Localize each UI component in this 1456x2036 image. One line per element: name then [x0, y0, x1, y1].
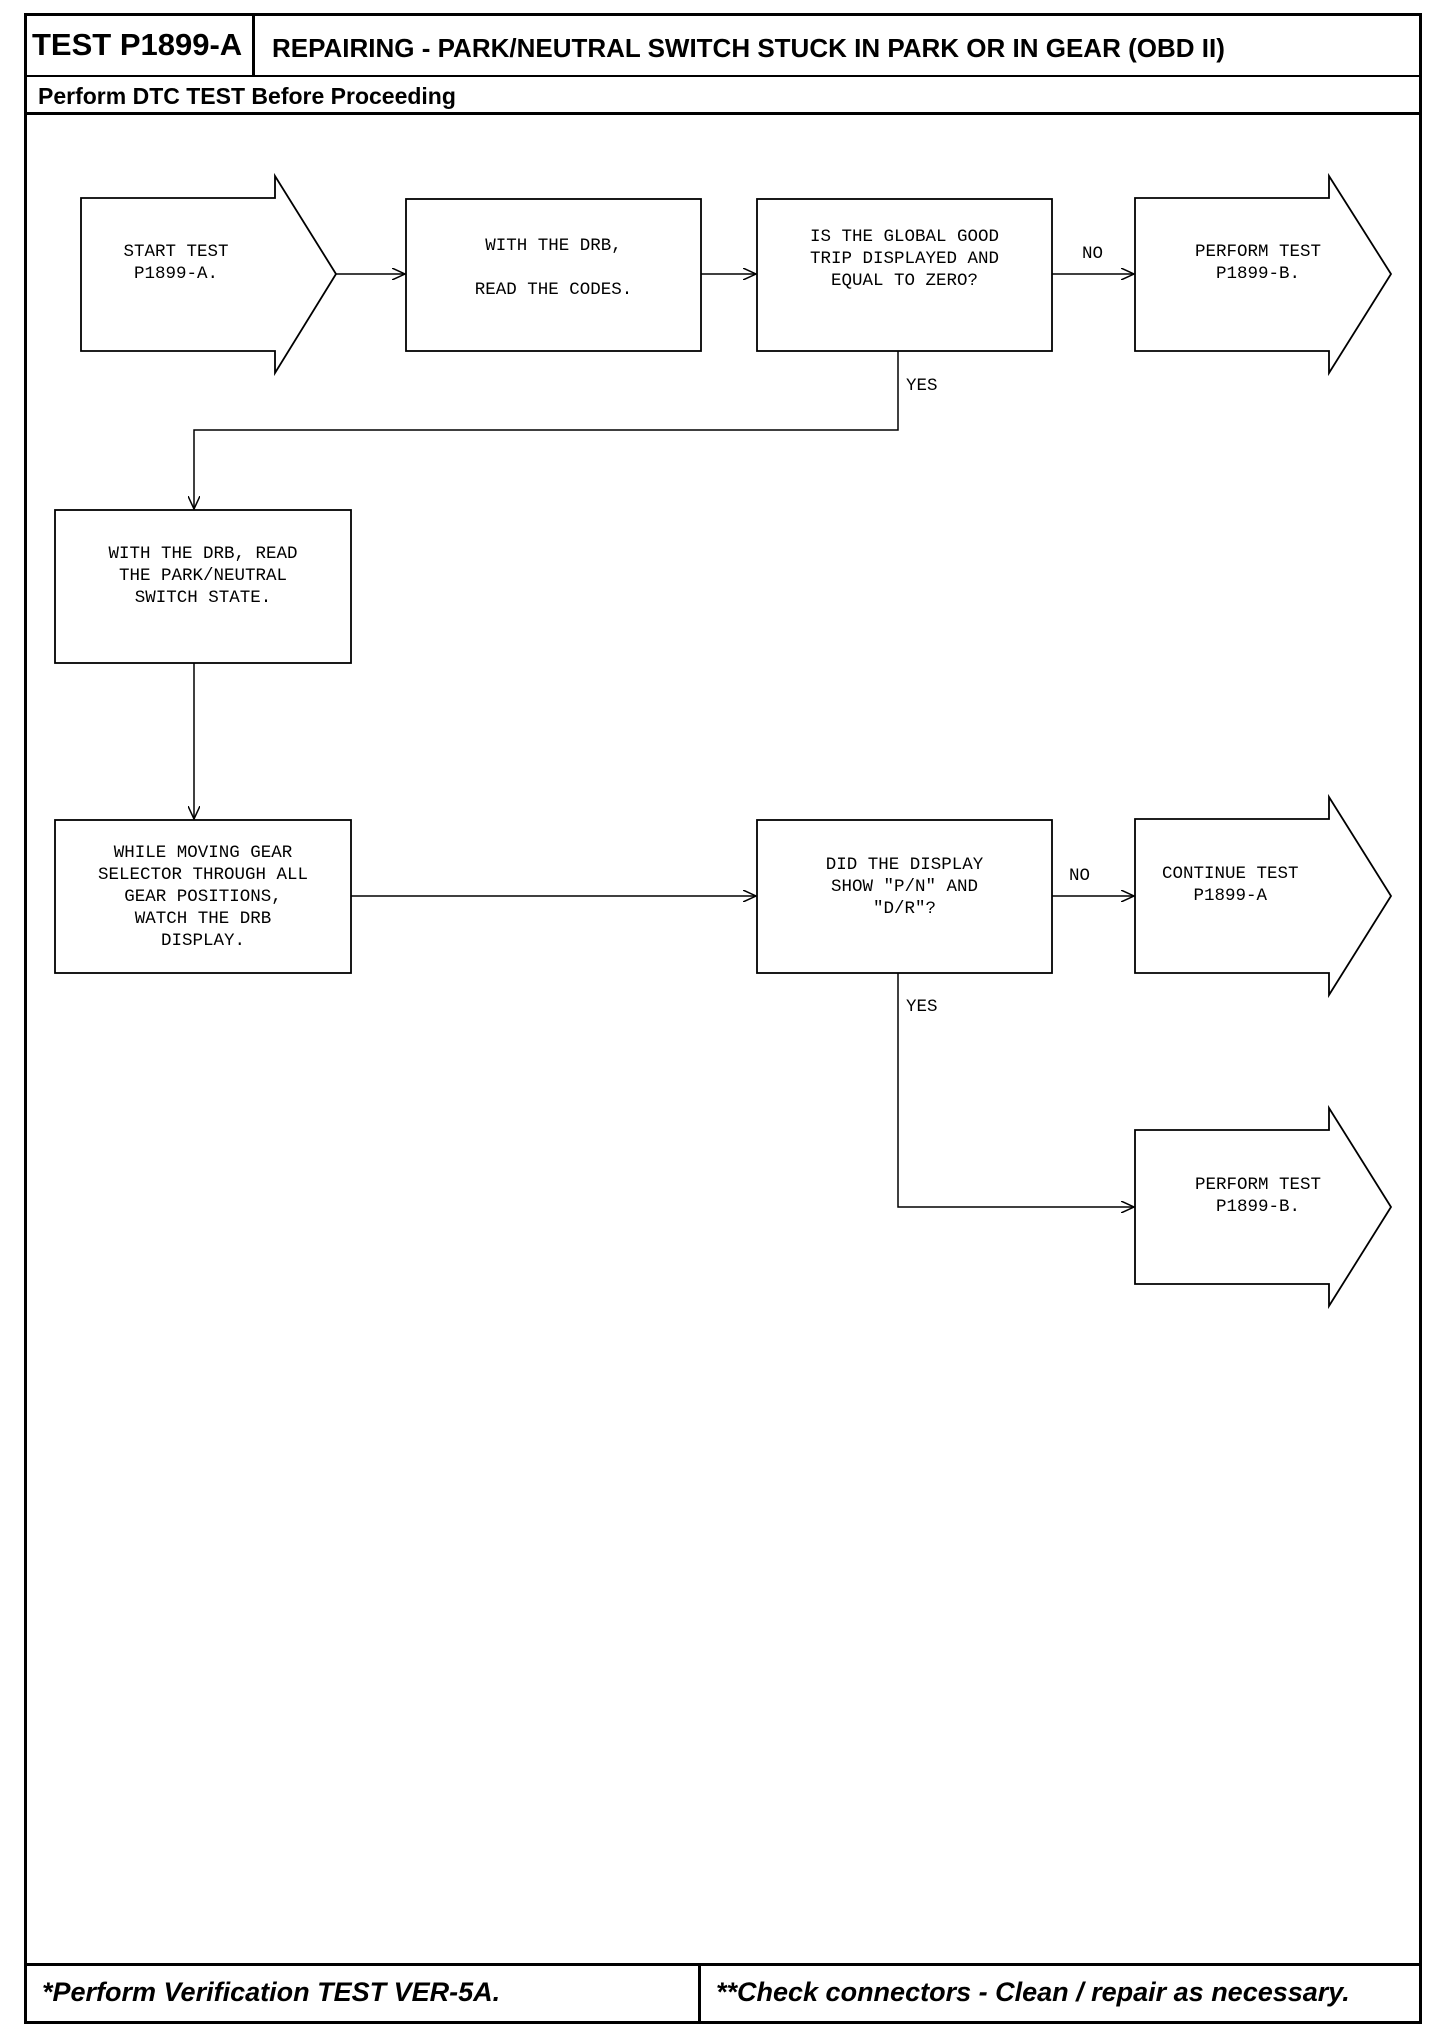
- footer-note-right: **Check connectors - Clean / repair as n…: [716, 1977, 1350, 2007]
- perform-test-b-1-text: PERFORM TEST P1899-B.: [1194, 242, 1322, 284]
- global-trip-question-shape: [756, 198, 1053, 352]
- connector-yes-1: [194, 351, 899, 509]
- yes-label-2: YES: [906, 997, 938, 1017]
- footer-bar: [24, 1963, 1422, 2024]
- footer-note-left: *Perform Verification TEST VER-5A.: [42, 1977, 501, 2007]
- page-title: REPAIRING - PARK/NEUTRAL SWITCH STUCK IN…: [272, 33, 1225, 63]
- perform-test-b-1-shape: [1134, 172, 1393, 377]
- page-subtitle: Perform DTC TEST Before Proceeding: [38, 83, 456, 109]
- perform-test-b-2-text: PERFORM TEST P1899-B.: [1194, 1175, 1322, 1217]
- continue-test-text: CONTINUE TEST P1899-A: [1162, 864, 1299, 906]
- header-bar: [24, 13, 1422, 77]
- global-trip-question-text: IS THE GLOBAL GOOD TRIP DISPLAYED AND EQ…: [809, 227, 1000, 291]
- connector-yes-2: [897, 973, 1134, 1207]
- page-frame: [24, 13, 1422, 2024]
- no-label-1: NO: [1082, 244, 1104, 264]
- yes-label-1: YES: [906, 376, 938, 396]
- test-id: TEST P1899-A: [24, 13, 255, 77]
- read-switch-state-text: WITH THE DRB, READ THE PARK/NEUTRAL SWIT…: [108, 544, 298, 608]
- display-question-shape: [756, 819, 1053, 974]
- display-question-text: DID THE DISPLAY SHOW "P/N" AND "D/R"?: [825, 855, 984, 919]
- continue-test-shape: [1134, 793, 1393, 999]
- no-label-2: NO: [1069, 866, 1091, 886]
- perform-test-b-2-shape: [1134, 1104, 1393, 1310]
- read-codes-text: WITH THE DRB, READ THE CODES.: [474, 236, 633, 300]
- read-switch-state-shape: [54, 509, 352, 664]
- start-text: START TEST P1899-A.: [123, 242, 229, 284]
- move-gear-selector-shape: [54, 819, 352, 974]
- start-shape: [80, 172, 338, 377]
- footer-divider: [698, 1963, 701, 2024]
- read-codes-shape: [405, 198, 702, 352]
- move-gear-selector-text: WHILE MOVING GEAR SELECTOR THROUGH ALL G…: [97, 842, 309, 951]
- subheader-bar: [24, 77, 1422, 115]
